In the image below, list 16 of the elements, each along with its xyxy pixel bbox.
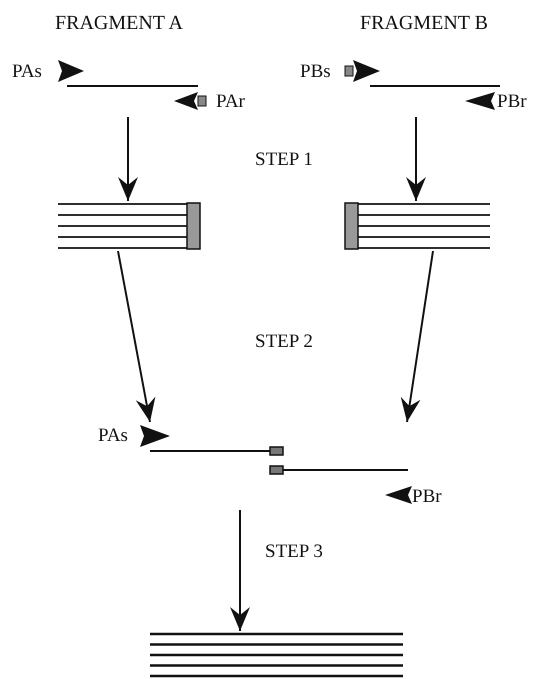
step-label: STEP 2	[255, 332, 313, 351]
arrow	[117, 250, 156, 422]
primer-label: PAs	[12, 62, 42, 81]
primer-label: PAs	[98, 426, 128, 445]
step-label: STEP 3	[265, 542, 323, 561]
primer-label: PBr	[412, 487, 442, 506]
fragment-heading: FRAGMENT B	[360, 13, 488, 33]
primer-label: PAr	[216, 92, 245, 111]
primer-label: PBr	[497, 92, 527, 111]
fragment-heading: FRAGMENT A	[55, 13, 183, 33]
arrow	[230, 510, 250, 631]
step-label: STEP 1	[255, 150, 313, 169]
primer-label: PBs	[300, 62, 331, 81]
arrow	[118, 117, 138, 201]
arrow	[400, 250, 434, 422]
arrow	[406, 117, 426, 201]
